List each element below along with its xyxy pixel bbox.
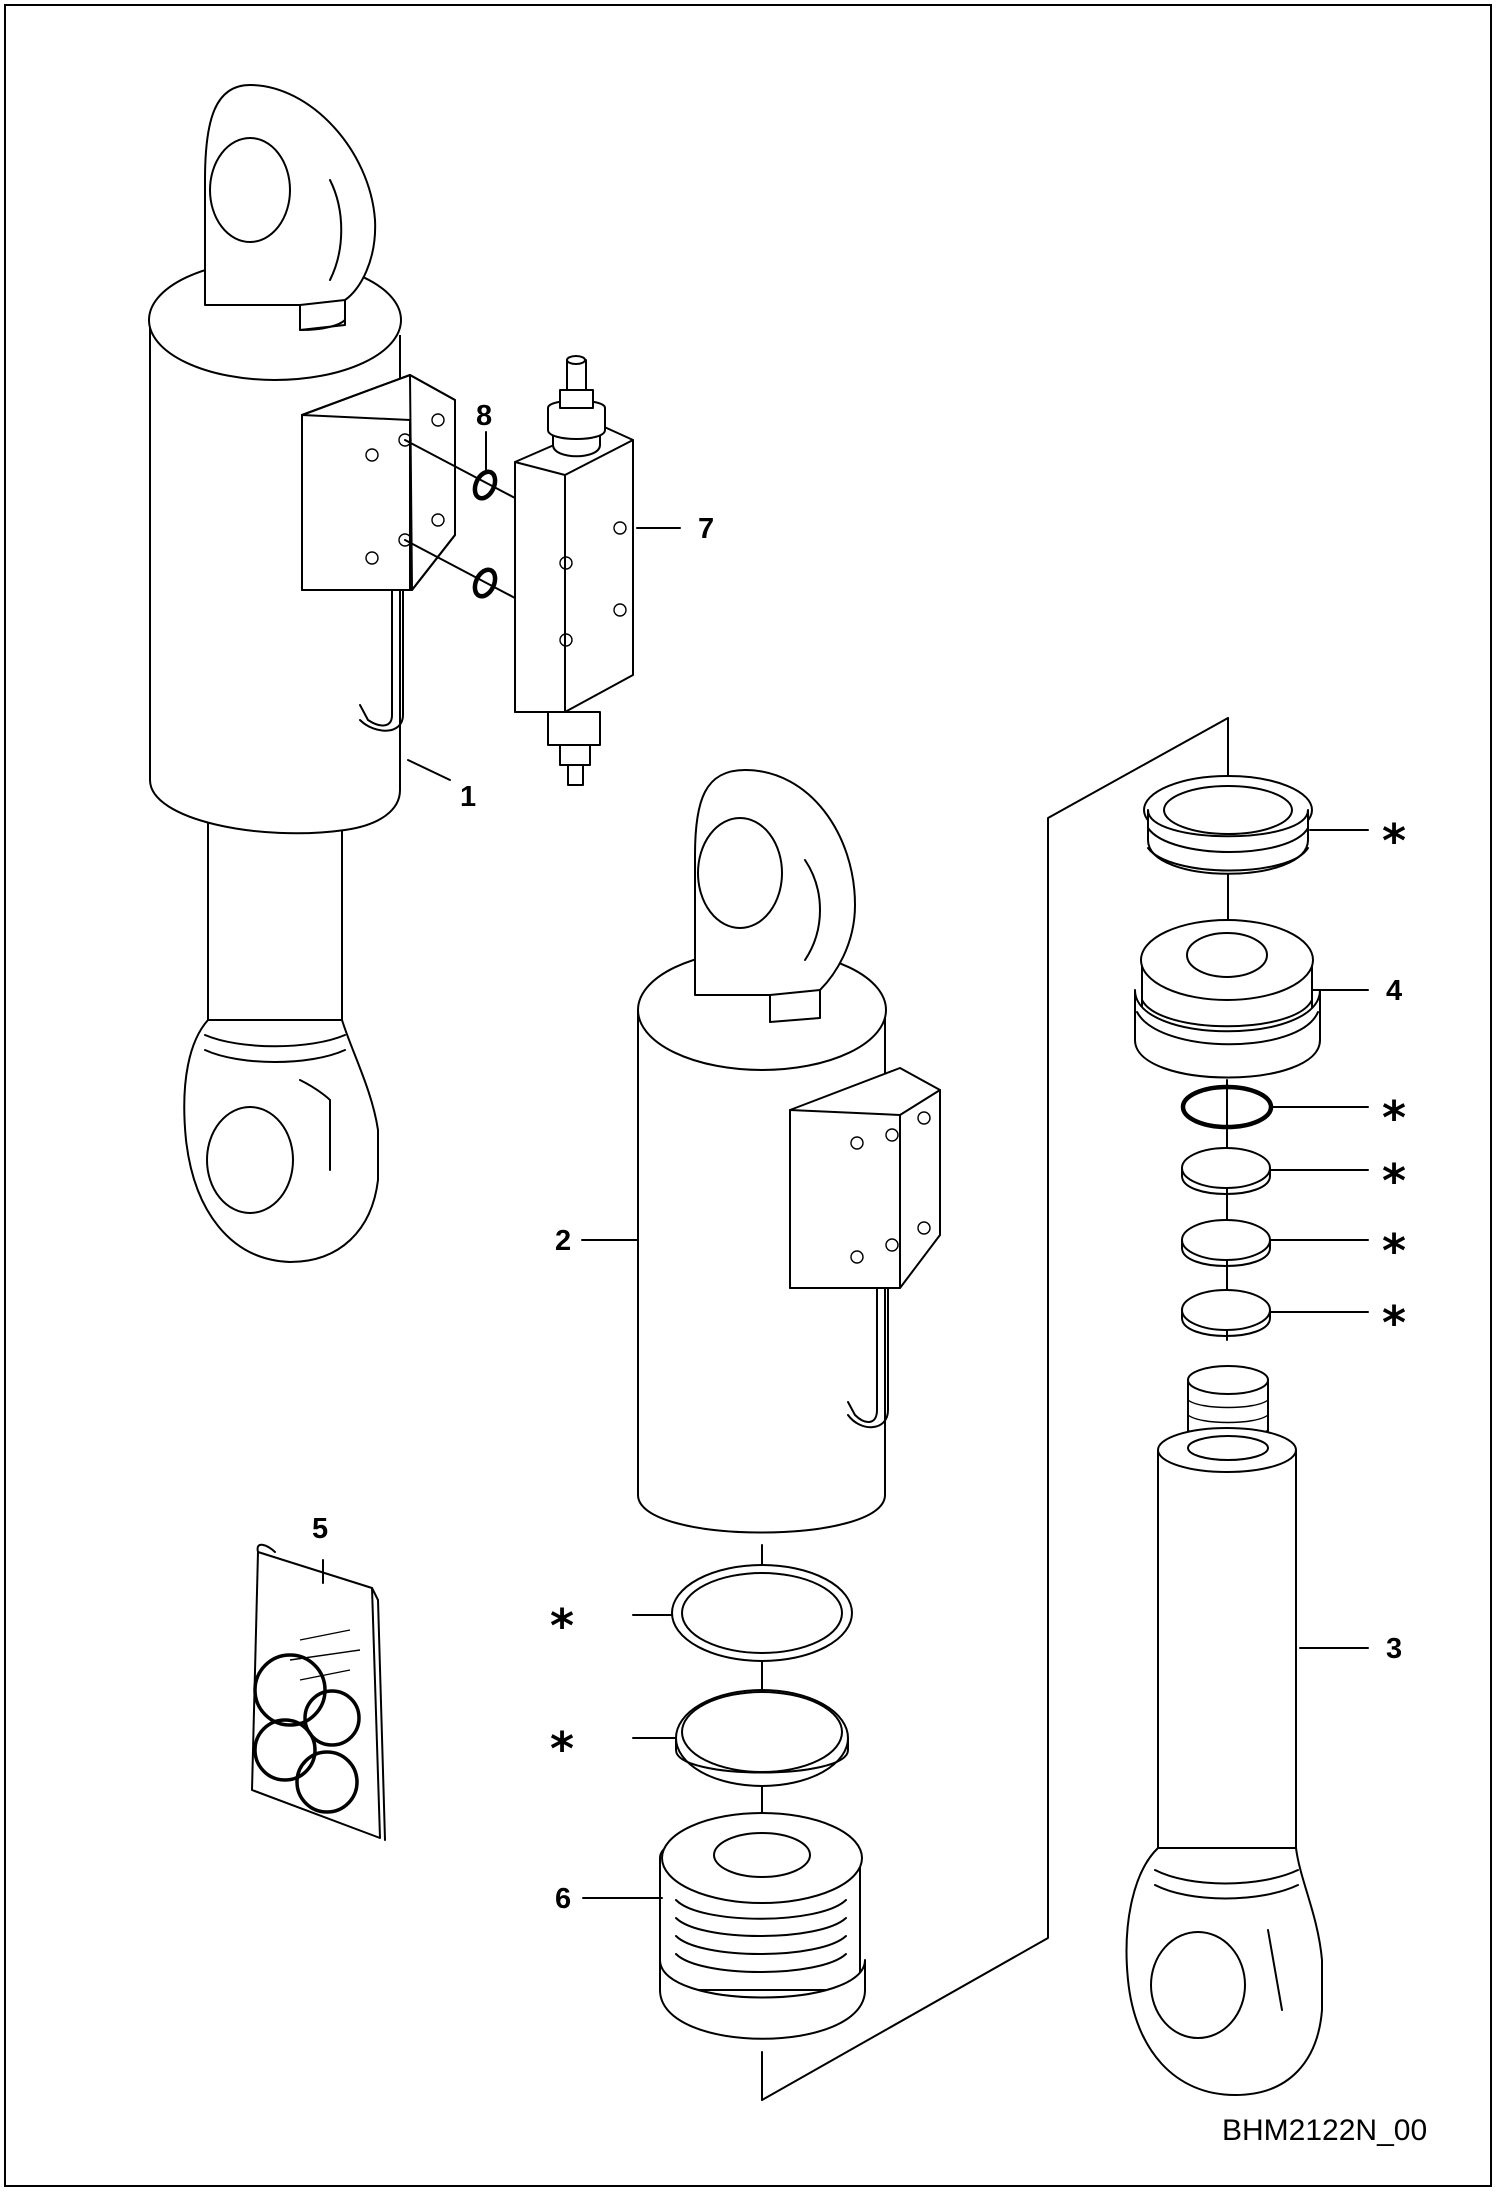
assembly-bracket: [761, 717, 1229, 2101]
star-callout-top-seal: *: [1382, 814, 1406, 868]
callout-5: 5: [312, 1513, 328, 1545]
rod-eye-bore: [206, 1106, 294, 1214]
barrel-assembly-2: [637, 769, 941, 2101]
star-callout-piston-seal: *: [1382, 1091, 1406, 1145]
callout-6: 6: [555, 1883, 571, 1915]
cylinder-assembly-1: [148, 84, 516, 1263]
rod-subassembly-3: [761, 717, 1323, 2101]
wear-ring-3: [1181, 1289, 1271, 1331]
hydraulic-tube-2: [847, 1287, 878, 1423]
hydraulic-tube-1: [359, 589, 393, 727]
star-callout-barrel-o-ring: *: [550, 1599, 574, 1653]
callout-labels: 1 2 3 4 5 6 7 8 * * * * * * * BHM2122N_0…: [312, 400, 1427, 2147]
wear-ring-2: [1181, 1219, 1271, 1261]
star-callout-wear-ring-2: *: [1382, 1224, 1406, 1278]
seal-kit-bag-5: [251, 1543, 386, 1841]
leader-lines: [322, 431, 1369, 1899]
star-callout-wear-ring-3: *: [1382, 1296, 1406, 1350]
wear-ring-1: [1181, 1147, 1271, 1189]
callout-3: 3: [1386, 1633, 1402, 1665]
star-callout-wear-ring-1: *: [1382, 1154, 1406, 1208]
piston-rod: [207, 819, 343, 1031]
callout-2: 2: [555, 1225, 571, 1257]
callout-7: 7: [698, 513, 714, 545]
clevis-eye-bore: [209, 137, 291, 243]
valve-cartridge-7: [514, 355, 634, 786]
rod-body: [1157, 1449, 1297, 1856]
clevis-eye-2-bore: [697, 817, 783, 929]
star-callout-barrel-backup-ring: *: [550, 1722, 574, 1776]
callout-1: 1: [460, 781, 476, 813]
drawing-code: BHM2122N_00: [1222, 2114, 1427, 2147]
o-rings-8: [472, 469, 498, 599]
rod-eye-3-bore: [1150, 1931, 1246, 2039]
callout-8: 8: [476, 400, 492, 432]
callout-4: 4: [1386, 975, 1402, 1007]
